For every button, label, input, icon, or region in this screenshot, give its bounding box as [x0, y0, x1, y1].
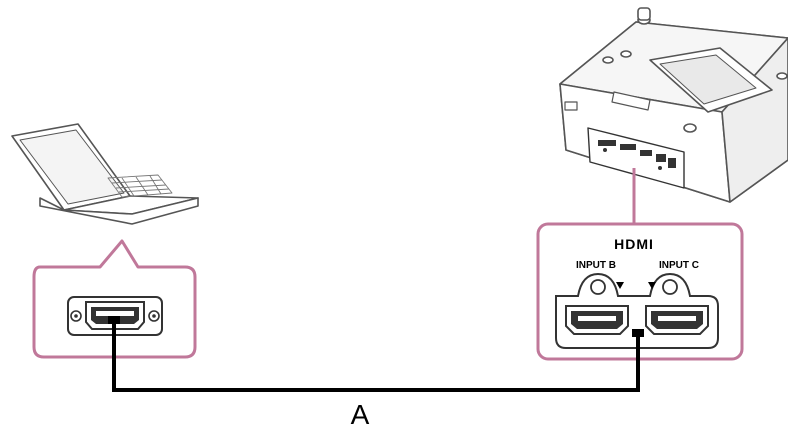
mounting-hole-icon — [662, 279, 678, 295]
mounting-hole-icon — [590, 279, 606, 295]
hdmi-socket-input-c — [645, 305, 709, 335]
hdmi-cable — [112, 320, 640, 392]
port-label-input-b: INPUT B — [576, 260, 616, 271]
cable-plug-laptop — [108, 316, 120, 324]
hdmi-logo: HDMI — [614, 236, 654, 252]
hdmi-socket-input-b — [565, 305, 629, 335]
arrow-down-icon — [648, 282, 656, 289]
cable-plug-projector — [632, 329, 644, 337]
projector-illustration — [559, 7, 788, 203]
projector-hdmi-ports — [555, 272, 719, 349]
arrow-down-icon — [616, 282, 624, 289]
cable-label: A — [351, 399, 370, 430]
laptop-illustration — [11, 123, 199, 225]
port-label-input-c: INPUT C — [659, 260, 699, 271]
